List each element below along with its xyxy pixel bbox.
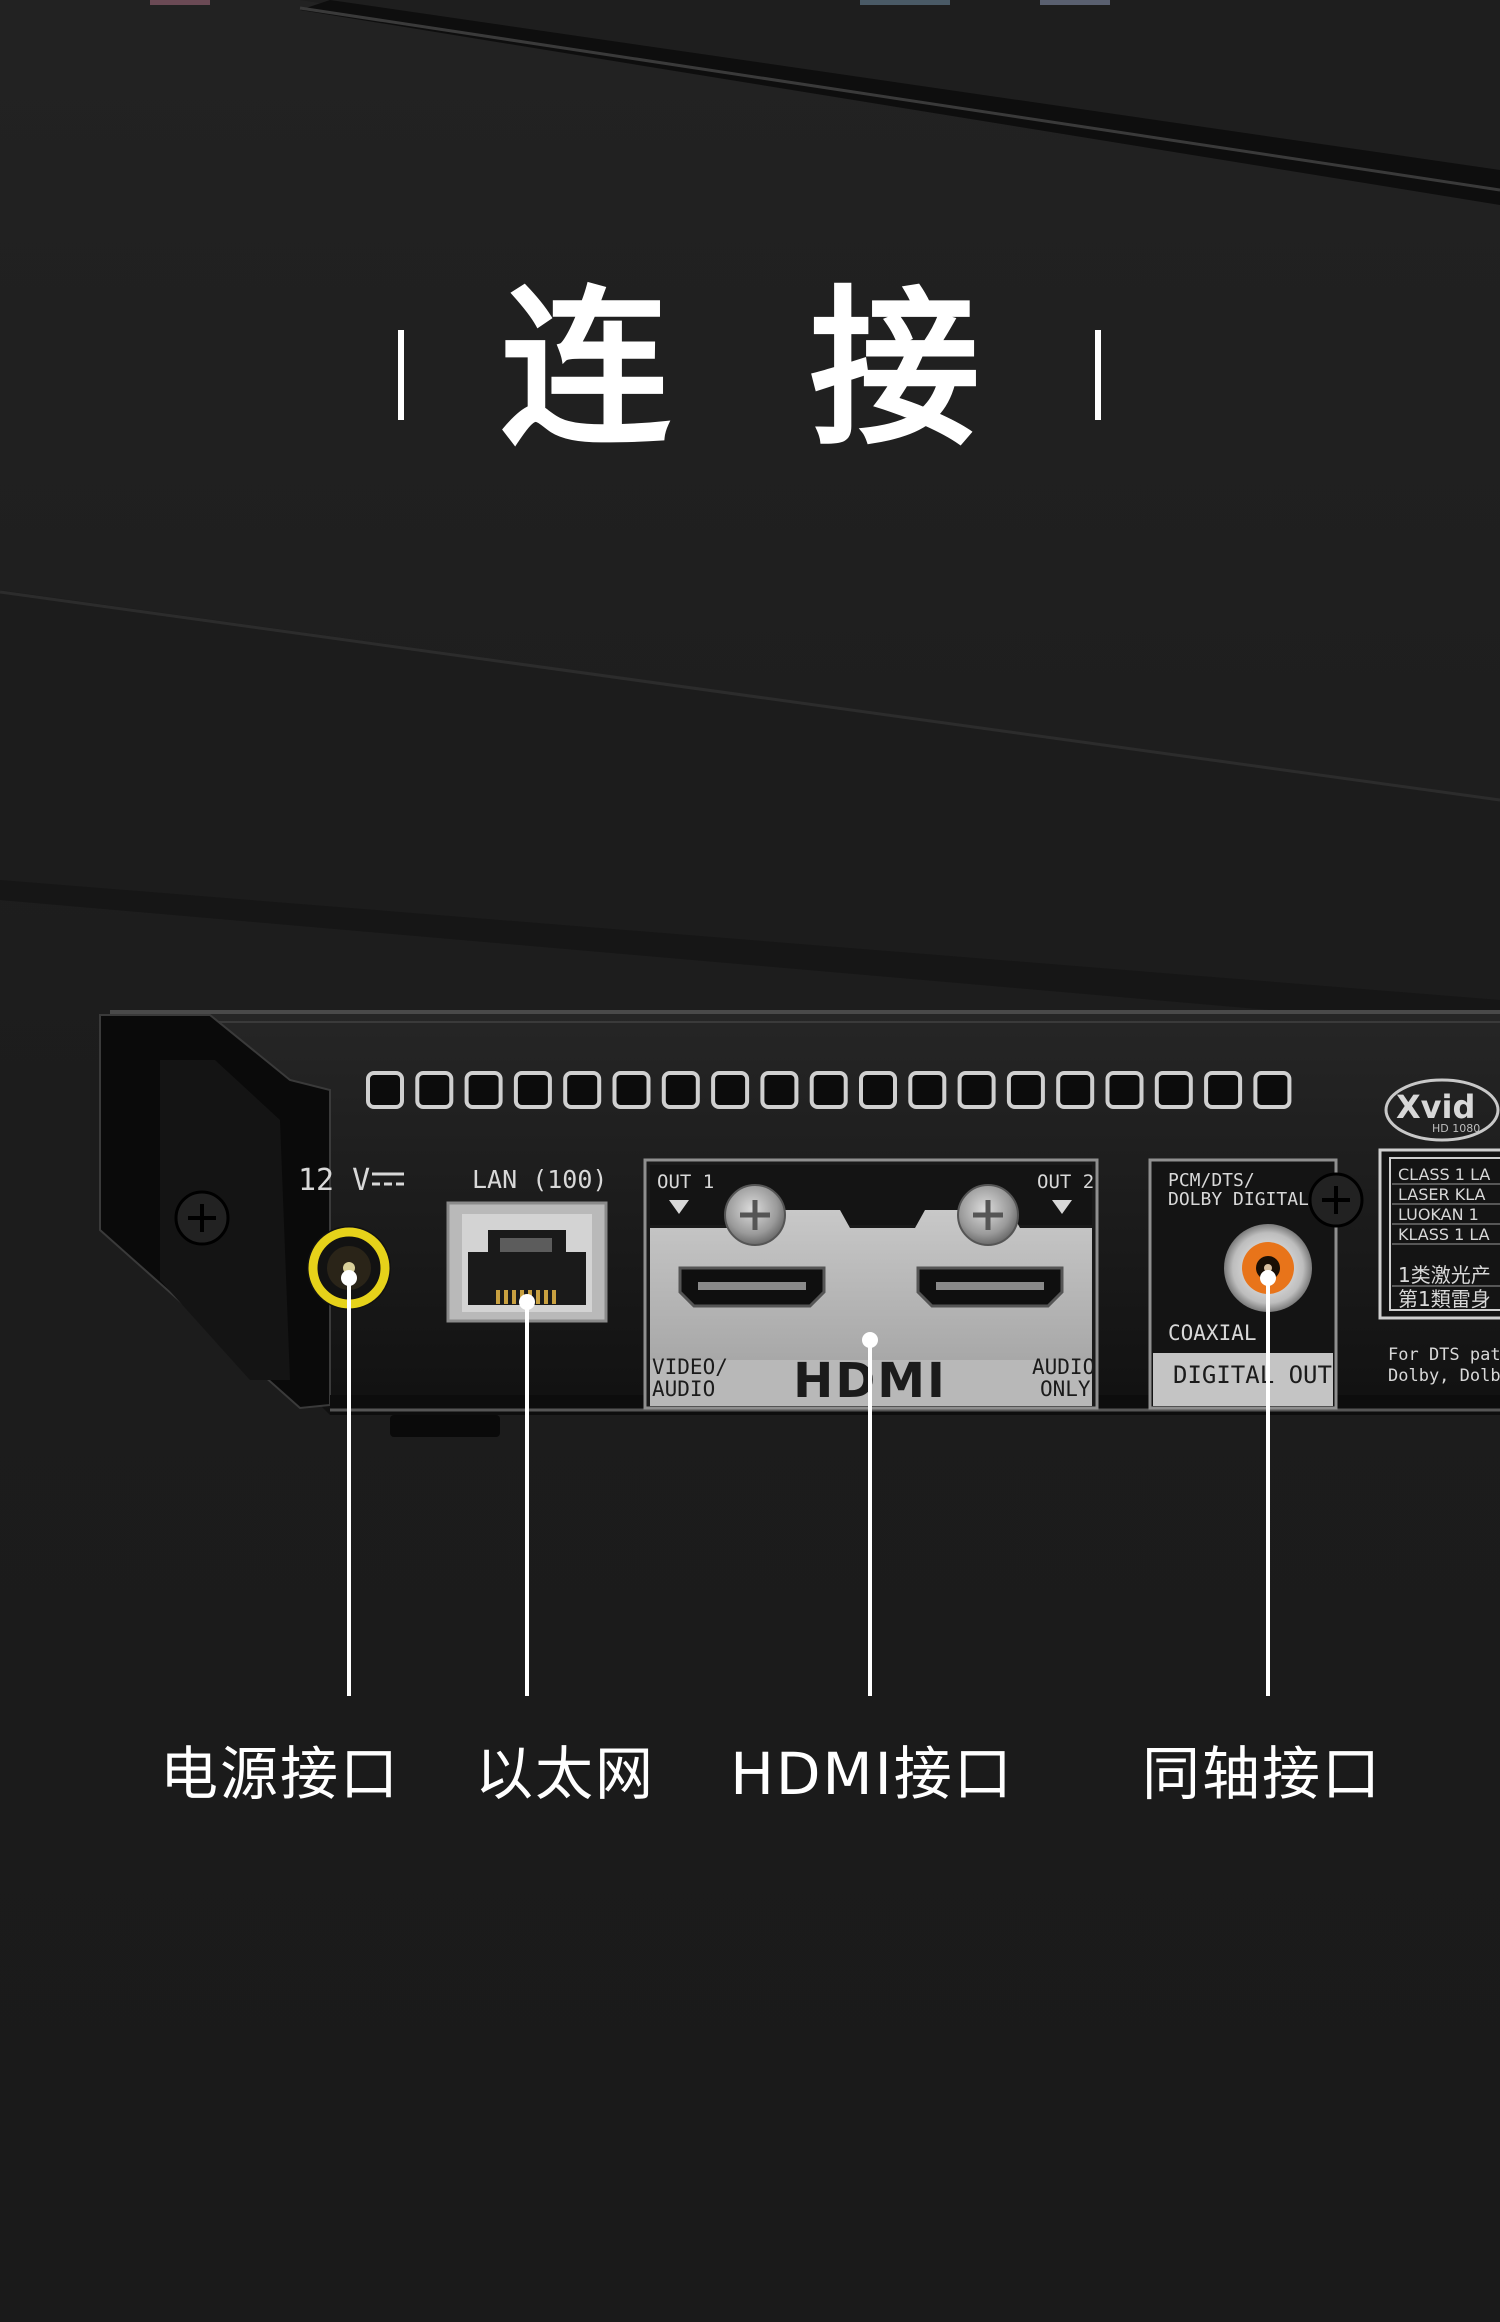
video-audio-label-2: AUDIO — [652, 1377, 715, 1401]
dts-text-1: For DTS pate — [1388, 1345, 1500, 1365]
caption-hdmi: HDMI接口 — [730, 1740, 1013, 1808]
hdmi-screw-right — [957, 1184, 1019, 1246]
voltage-label: 12 V — [298, 1163, 370, 1198]
screw-right — [1308, 1172, 1364, 1228]
title-block: 连 接 — [398, 271, 1101, 469]
vent-slot — [859, 1071, 897, 1109]
dts-text-2: Dolby, Dolby — [1388, 1366, 1500, 1386]
audio-only-label-2: ONLY — [1040, 1377, 1091, 1401]
vent-slot — [1154, 1071, 1193, 1109]
lan-pin — [552, 1290, 556, 1304]
callout-hdmi — [862, 1332, 878, 1696]
vent-slot — [1056, 1071, 1095, 1109]
callout-lan — [519, 1294, 535, 1696]
vent-slot — [908, 1071, 947, 1109]
dc-symbol — [372, 1172, 404, 1186]
hdmi-port-out1 — [678, 1266, 826, 1308]
title-bar-left — [398, 330, 404, 420]
vent-slot — [1006, 1071, 1045, 1109]
background-surfaces — [0, 590, 1500, 1030]
callout-lines — [341, 1270, 1276, 1696]
hdmi-screw-left — [724, 1184, 786, 1246]
caption-power: 电源接口 — [160, 1740, 400, 1808]
xvid-sub-text: HD 1080 — [1432, 1122, 1480, 1135]
vent-slot — [809, 1071, 848, 1109]
vent-slot — [563, 1071, 602, 1109]
out1-label: OUT 1 — [657, 1171, 714, 1193]
laser-label-line: 1类激光产 — [1398, 1263, 1491, 1287]
vent-row — [366, 1071, 1292, 1109]
lan-pin — [504, 1290, 508, 1304]
lan-pin — [496, 1290, 500, 1304]
screw-left — [174, 1190, 230, 1246]
laser-label-line: 第1類雷身 — [1398, 1287, 1491, 1311]
vent-slot — [513, 1071, 552, 1109]
callout-power — [341, 1270, 357, 1696]
vent-slot — [612, 1071, 651, 1109]
vent-slot — [711, 1071, 750, 1109]
caption-coaxial: 同轴接口 — [1142, 1740, 1382, 1808]
xvid-text: Xvid — [1396, 1088, 1475, 1126]
laser-label-line: LASER KLA — [1398, 1185, 1485, 1204]
hdmi-port-out2 — [916, 1266, 1064, 1308]
pcm-label-1: PCM/DTS/ — [1168, 1170, 1255, 1191]
coaxial-label: COAXIAL — [1168, 1321, 1257, 1345]
callout-coaxial — [1260, 1270, 1276, 1696]
vent-slot — [1105, 1071, 1144, 1109]
lan-port — [446, 1201, 608, 1323]
hdmi-section: OUT 1 OUT 2 VI — [643, 1158, 1099, 1410]
rear-panel: 12 V LAN (100) OUT 1 — [99, 1010, 1500, 1437]
audio-only-label-1: AUDIO — [1032, 1355, 1095, 1379]
lan-label: LAN (100) — [472, 1165, 607, 1194]
vent-slot — [957, 1071, 996, 1109]
vent-slot — [1253, 1071, 1292, 1109]
vent-slot — [366, 1071, 404, 1109]
video-audio-label-1: VIDEO/ — [652, 1355, 728, 1379]
vent-slot — [1204, 1071, 1243, 1109]
device-top-edge — [0, 0, 1500, 205]
lan-pin — [536, 1290, 540, 1304]
coaxial-section: PCM/DTS/ DOLBY DIGITAL COAXIAL DIGITAL O… — [1148, 1158, 1364, 1410]
xvid-logo: Xvid HD 1080 — [1384, 1078, 1500, 1142]
pcm-label-2: DOLBY DIGITAL — [1168, 1189, 1309, 1210]
title-bar-right — [1095, 330, 1101, 420]
vent-slot — [661, 1071, 700, 1109]
vent-slot — [415, 1071, 454, 1109]
page-title: 连 接 — [500, 271, 1019, 469]
lan-pin — [544, 1290, 548, 1304]
laser-label-line: CLASS 1 LA — [1398, 1165, 1490, 1184]
vent-slot — [760, 1071, 799, 1109]
vent-slot — [464, 1071, 503, 1109]
laser-label-line: LUOKAN 1 — [1398, 1205, 1479, 1224]
lan-pin — [512, 1290, 516, 1304]
out2-label: OUT 2 — [1037, 1171, 1094, 1193]
foot — [390, 1415, 500, 1437]
digital-out-label: DIGITAL OUT — [1173, 1361, 1332, 1389]
laser-label-line: KLASS 1 LA — [1398, 1225, 1490, 1244]
caption-lan: 以太网 — [475, 1740, 655, 1808]
